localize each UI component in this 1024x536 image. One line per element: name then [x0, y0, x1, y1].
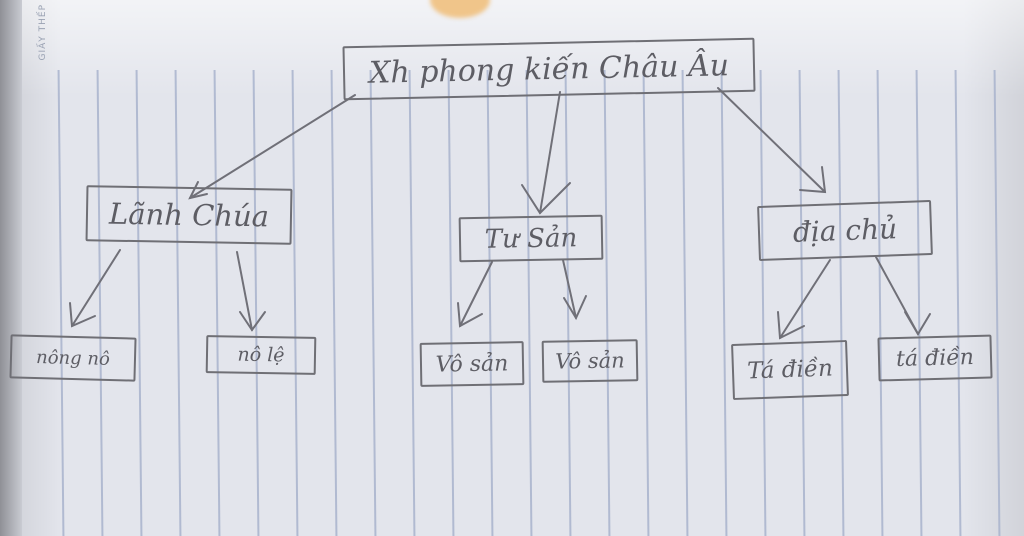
leaf-vo-san-2: Vô sản: [541, 339, 639, 383]
node-dia-chu: địa chủ: [757, 199, 933, 262]
leaf-no-le: nô lệ: [205, 335, 317, 375]
arrowhead-lanh-chua: [188, 181, 208, 200]
leaf-vo-san-1-label: Vô sản: [435, 350, 509, 378]
leaf-ta-dien-1: Tá điền: [731, 339, 849, 401]
node-lanh-chua: Lãnh Chúa: [85, 185, 293, 245]
root-label: Xh phong kiến Châu Âu: [368, 47, 730, 91]
page-edge: [0, 0, 22, 536]
link-lanh-chua-no-le: [236, 251, 253, 331]
leaf-nong-no-label: nông nô: [35, 346, 111, 370]
leaf-ta-dien-2: tá điền: [877, 334, 993, 382]
leaf-ta-dien-2-label: tá điền: [895, 344, 975, 372]
leaf-no-le-label: nô lệ: [237, 343, 285, 367]
node-lanh-chua-label: Lãnh Chúa: [108, 196, 270, 234]
root-node: Xh phong kiến Châu Âu: [342, 37, 756, 101]
link-tu-san-vo-san-1: [459, 261, 493, 327]
link-lanh-chua-nong-no: [71, 249, 121, 327]
node-dia-chu-label: địa chủ: [792, 212, 898, 249]
leaf-vo-san-2-label: Vô sản: [555, 348, 625, 374]
link-tu-san-vo-san-2: [562, 259, 577, 319]
arrowhead-dia-chu: [799, 166, 827, 194]
arrowhead-ta-dien-1: [777, 311, 805, 340]
node-tu-san: Tư Sản: [458, 214, 604, 263]
arrowhead-no-le: [239, 311, 266, 332]
node-tu-san-label: Tư Sản: [484, 222, 578, 255]
link-root-dia-chu: [717, 87, 826, 193]
finger-tip: [430, 0, 490, 18]
link-dia-chu-ta-dien-1: [779, 259, 831, 339]
arrowhead-nong-no: [69, 302, 96, 328]
link-root-tu-san: [539, 91, 561, 214]
arrowhead-vo-san-1: [457, 302, 483, 328]
arrowhead-ta-dien-2: [904, 311, 931, 336]
link-root-lanh-chua: [189, 94, 356, 199]
leaf-vo-san-1: Vô sản: [419, 341, 525, 387]
arrowhead-tu-san: [521, 182, 571, 215]
leaf-nong-no: nông nô: [9, 334, 137, 382]
arrowhead-vo-san-2: [563, 295, 587, 321]
leaf-ta-dien-1-label: Tá điền: [746, 355, 834, 385]
